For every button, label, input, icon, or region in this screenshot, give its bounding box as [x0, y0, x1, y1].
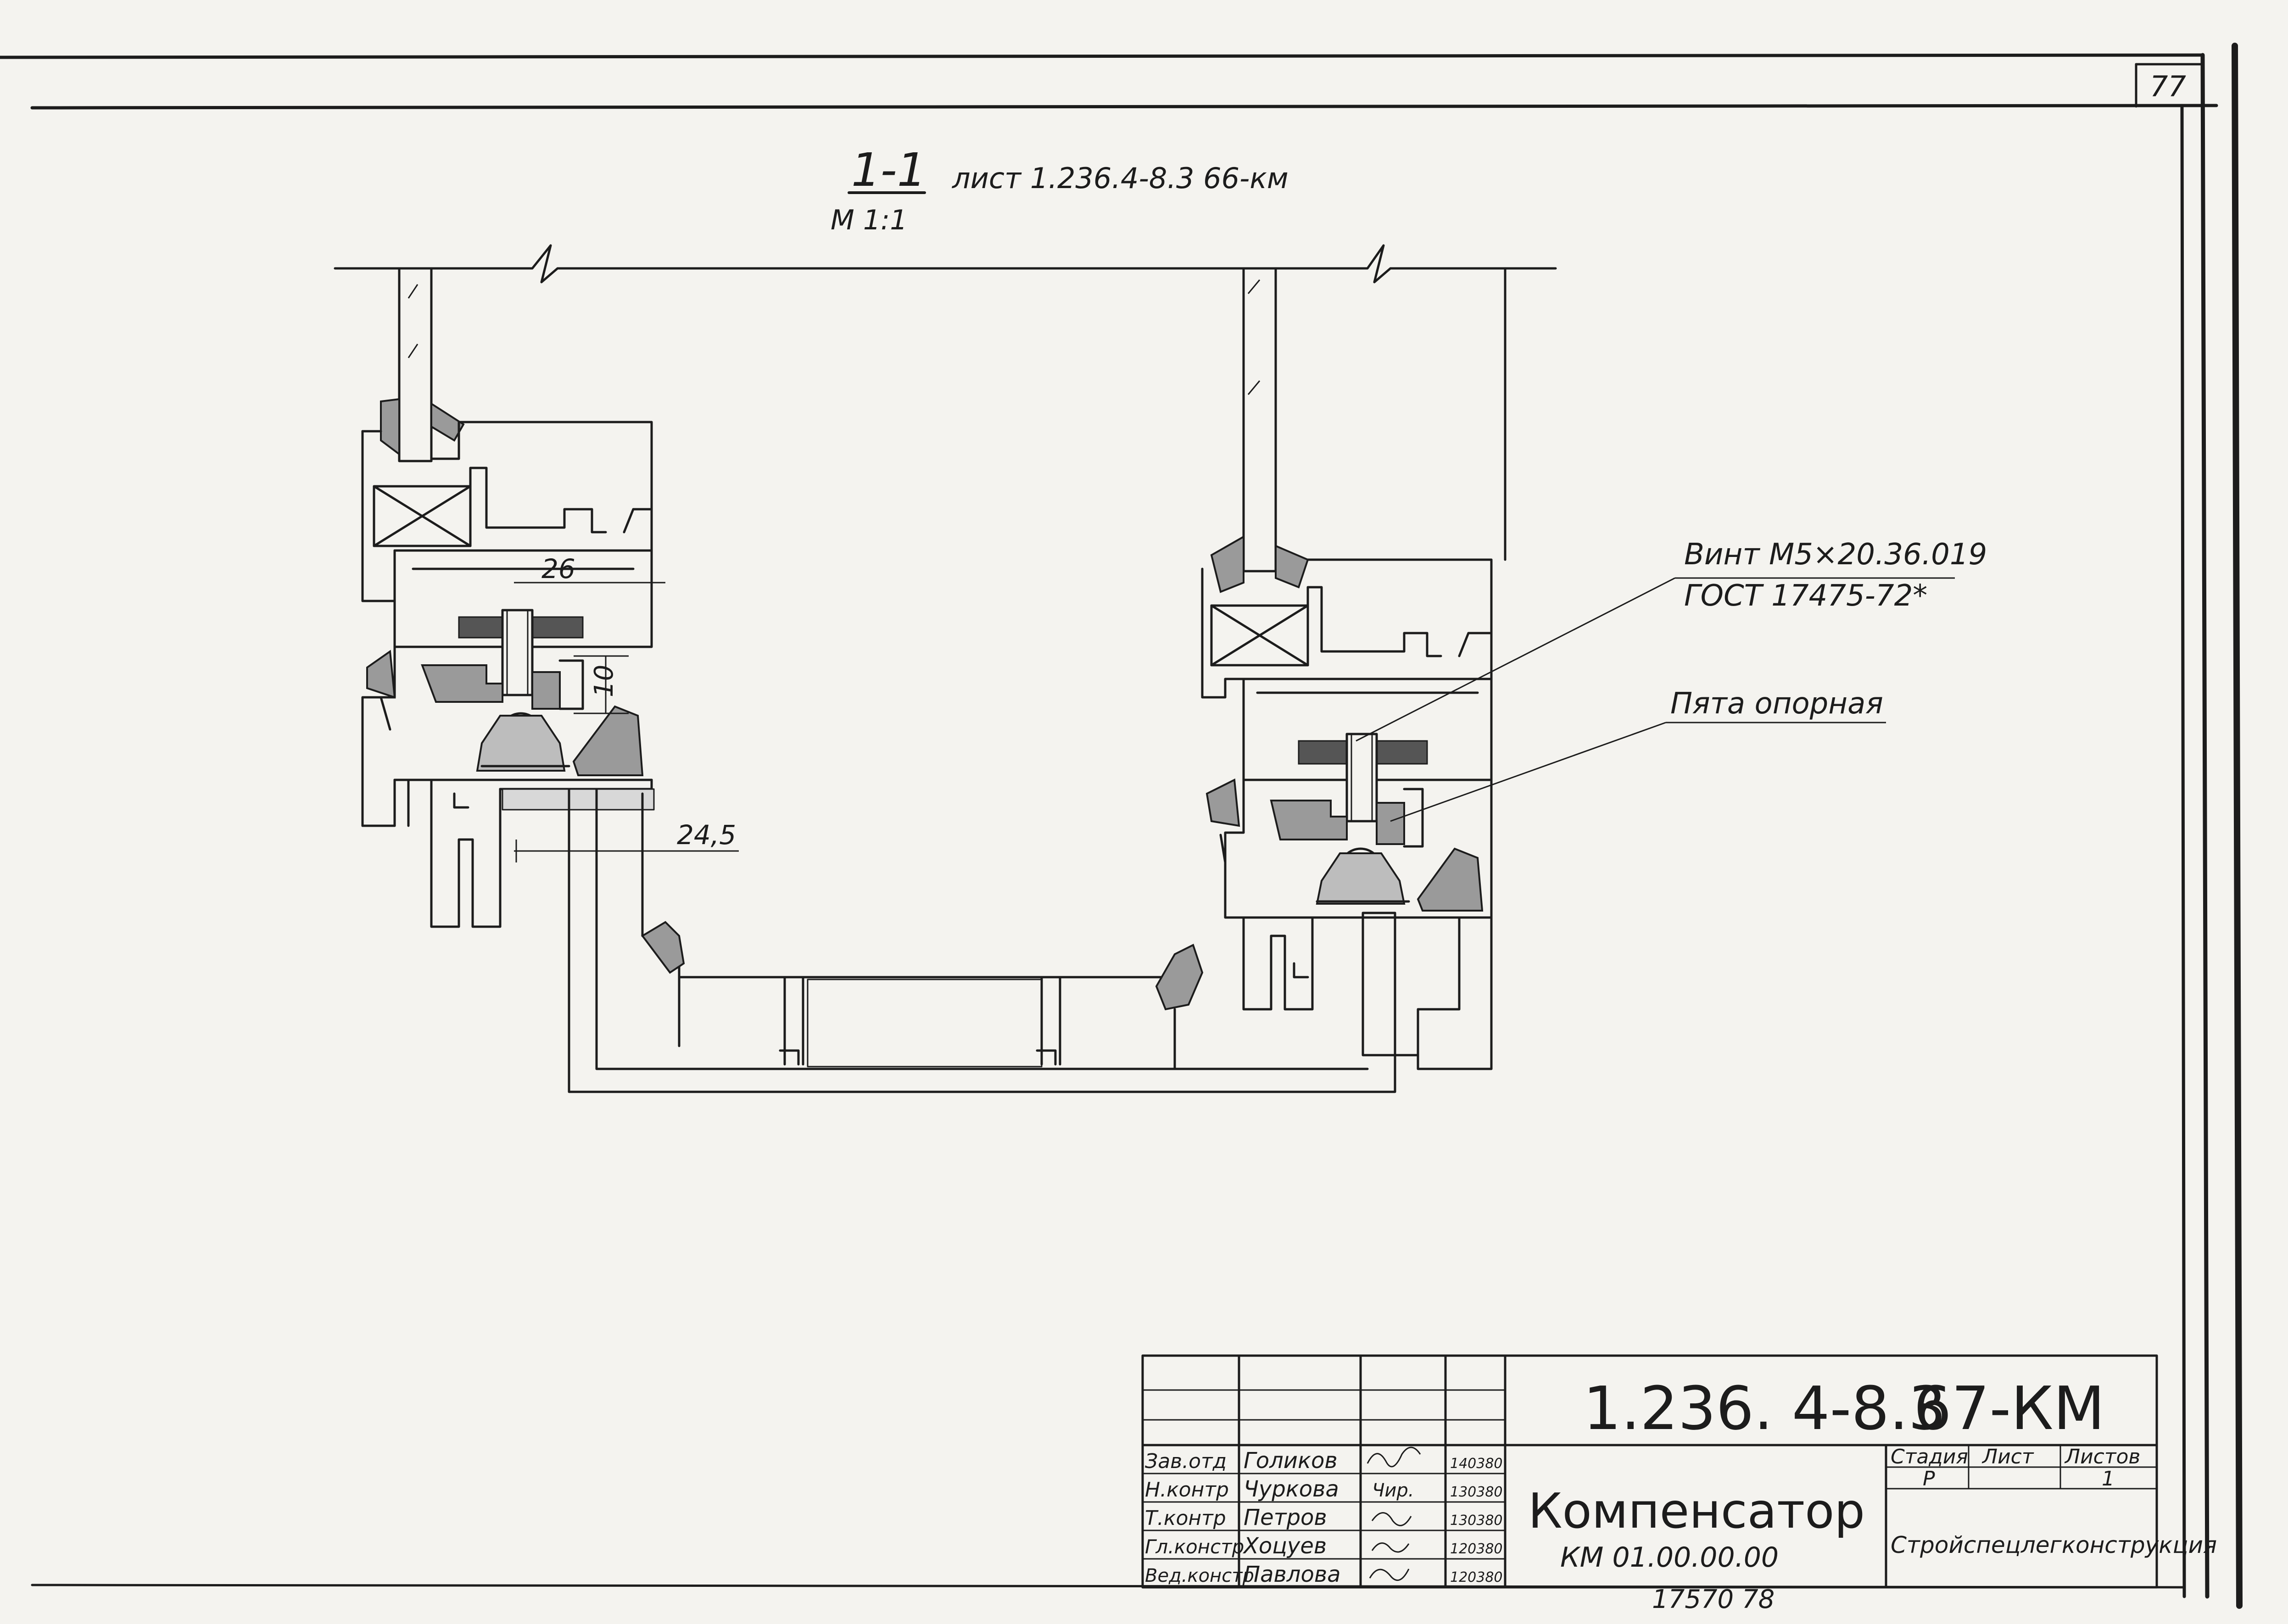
col-sheets: Листов — [2064, 1445, 2140, 1468]
dimension-10: 10 — [589, 665, 619, 697]
section-scale: М 1:1 — [831, 204, 907, 236]
row-0-role: Зав.отд — [1145, 1450, 1227, 1473]
dimension-24-5: 24,5 — [677, 819, 736, 851]
stage-value: Р — [1923, 1467, 1935, 1491]
row-0-date: 140380 — [1450, 1456, 1503, 1472]
left-profile: 26 10 24,5 — [361, 267, 739, 928]
signature-rows: Зав.отд Голиков 140380 Н.контр Чуркова Ч… — [1145, 1446, 1503, 1587]
row-1-role: Н.контр — [1145, 1478, 1229, 1502]
doc-code: 1.236. 4-8.3 — [1583, 1374, 1946, 1443]
callout-heel: Пята опорная — [1390, 687, 1886, 822]
drawing-subtitle: КМ 01.00.00.00 — [1560, 1541, 1779, 1574]
section-reference: лист 1.236.4-8.3 66-км — [952, 161, 1289, 195]
row-2-date: 130380 — [1450, 1513, 1503, 1529]
callout-screw: Винт М5×20.36.019 ГОСТ 17475-72* — [1356, 538, 1987, 742]
callout-screw-line2: ГОСТ 17475-72* — [1684, 579, 1927, 613]
break-line — [334, 244, 1557, 284]
col-sheet: Лист — [1981, 1445, 2034, 1468]
bottom-stamp: 17570 78 — [1652, 1585, 1775, 1614]
title-block — [1141, 1354, 2158, 1589]
corner-number: 77 — [2150, 70, 2186, 103]
row-1-name: Чуркова — [1244, 1476, 1339, 1502]
section-header: 1-1 М 1:1 лист 1.236.4-8.3 66-км — [831, 143, 1289, 236]
callout-screw-line1: Винт М5×20.36.019 — [1684, 538, 1987, 572]
row-4-date: 120380 — [1450, 1569, 1503, 1585]
row-4-role: Вед.констр — [1145, 1565, 1254, 1586]
connector-channel — [499, 779, 1419, 1093]
right-profile — [1201, 267, 1507, 1070]
organization: Стройспецлегконструкция — [1891, 1532, 2217, 1558]
row-1-sign: Чир. — [1372, 1480, 1414, 1501]
row-3-role: Гл.констр — [1145, 1535, 1244, 1558]
row-1-date: 130380 — [1450, 1484, 1503, 1500]
row-2-role: Т.контр — [1145, 1507, 1226, 1530]
row-3-date: 120380 — [1450, 1541, 1503, 1557]
col-stage: Стадия — [1891, 1445, 1968, 1468]
signature-scribble — [1367, 1446, 1421, 1581]
row-2-name: Петров — [1244, 1505, 1327, 1530]
row-3-name: Хоцуев — [1242, 1533, 1327, 1559]
dimension-26: 26 — [541, 553, 575, 584]
sheets-value: 1 — [2102, 1467, 2115, 1491]
row-4-name: Павлова — [1244, 1562, 1341, 1587]
sheet-frame — [0, 43, 2243, 1609]
drawing-title: Компенсатор — [1528, 1483, 1865, 1539]
row-0-name: Голиков — [1244, 1448, 1338, 1474]
section-label: 1-1 — [851, 143, 926, 197]
sheet-code: 67-КМ — [1914, 1374, 2105, 1443]
callout-heel-label: Пята опорная — [1670, 687, 1883, 721]
